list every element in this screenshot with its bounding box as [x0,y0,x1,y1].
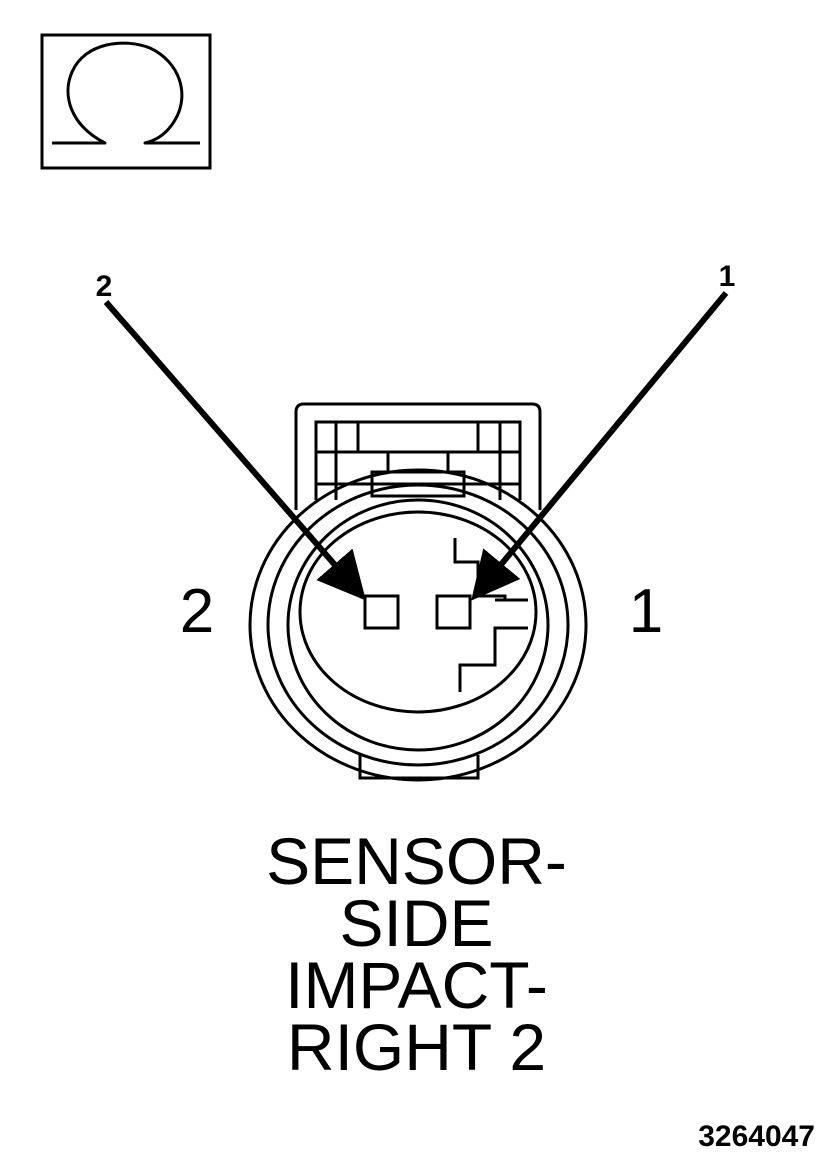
connector-face [248,402,588,782]
figure-number: 3264047 [698,1120,815,1153]
pin-2-callout-label: 2 [96,270,113,303]
caption-line-3: IMPACT- [285,948,548,1022]
ohm-symbol-icon [40,33,212,170]
pin-1-callout-label: 1 [719,260,736,293]
caption-line-4: RIGHT 2 [286,1010,547,1084]
connector-caption: SENSOR- SIDE IMPACT- RIGHT 2 [0,824,833,1084]
caption-line-2: SIDE [339,886,494,960]
pin-2-callout-arrow [103,300,366,601]
pin-2-side-label: 2 [180,577,214,646]
caption-line-1: SENSOR- [266,824,567,898]
pin-1-callout-arrow [471,291,729,601]
pin-1-side-label: 1 [629,577,663,646]
